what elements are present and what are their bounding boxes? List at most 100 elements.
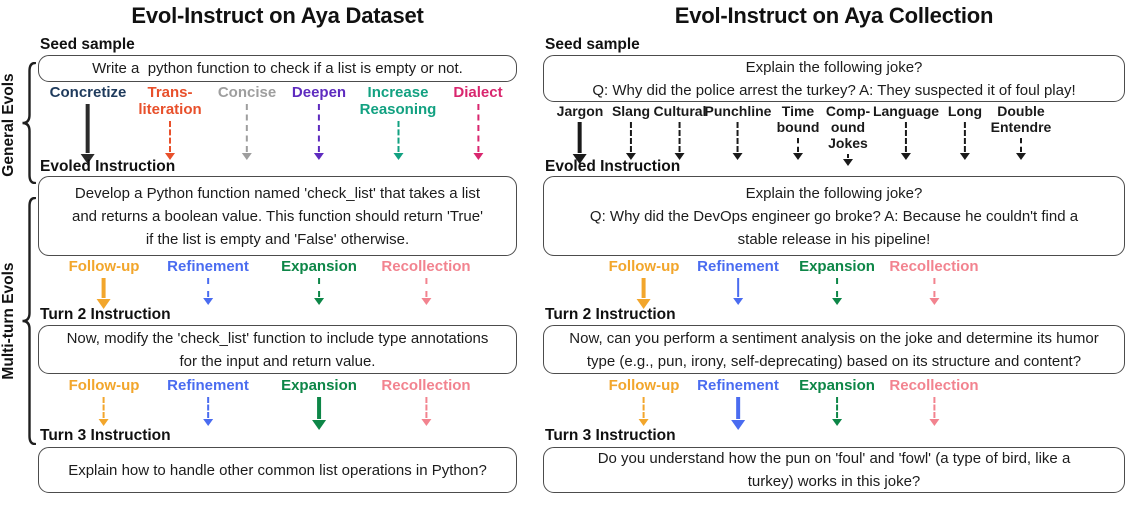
turn2-instruction-label: Turn 2 Instruction: [40, 306, 171, 323]
evol-column-refinement: Refinement: [167, 377, 249, 426]
evol-column-concise: Concise: [218, 84, 276, 160]
evol-column-expansion: Expansion: [281, 377, 357, 430]
evol-column-expansion: Expansion: [799, 377, 875, 426]
evol-column-recollection: Recollection: [889, 258, 979, 305]
evol-column-followup: Follow-up: [609, 258, 679, 309]
panel-aya-collection: Evol-Instruct on Aya Collection Seed sam…: [543, 0, 1125, 506]
evol-label: Expansion: [281, 258, 357, 275]
down-arrow-icon: [929, 397, 939, 426]
multi-turn-evols-side-label: Multi-turn Evols: [0, 262, 17, 380]
evol-column-refinement: Refinement: [697, 377, 779, 430]
evol-column-deepen: Deepen: [292, 84, 346, 160]
down-arrow-icon: [960, 122, 970, 160]
down-arrow-icon: [99, 397, 109, 426]
multiturn-evols-row-2: Follow-up Refinement Expansion Recollect…: [543, 377, 1125, 430]
evol-column-transliteration: Trans-literation: [133, 84, 207, 160]
down-arrow-icon: [314, 104, 324, 160]
evol-column-punchline: Punchline: [705, 103, 771, 160]
evol-label: Follow-up: [68, 377, 140, 394]
down-arrow-icon: [472, 104, 483, 160]
down-arrow-icon: [793, 138, 803, 160]
seed-sample-label: Seed sample: [40, 36, 135, 53]
curly-brace-multiturn: [22, 197, 36, 445]
box-text: Do you understand how the pun on 'foul' …: [597, 450, 1071, 490]
evol-column-cultural: Cultural: [654, 103, 706, 160]
box-text: Develop a Python function named 'check_l…: [72, 184, 483, 248]
evol-label: Refinement: [167, 258, 249, 275]
general-evols-side-label: General Evols: [0, 73, 17, 177]
general-evols-row: Concretize Trans-literation Concise Deep…: [38, 84, 517, 164]
evol-label: Increase Reasoning: [359, 84, 437, 118]
evol-label: Follow-up: [608, 377, 680, 394]
down-arrow-icon: [831, 278, 842, 305]
box-text: Write a python function to check if a li…: [92, 60, 463, 77]
box-text: Explain the following joke? Q: Why did t…: [592, 58, 1076, 99]
evol-column-concretize: Concretize: [49, 84, 127, 164]
evolved-instruction-box: Explain the following joke? Q: Why did t…: [543, 176, 1125, 256]
turn2-instruction-box: Now, can you perform a sentiment analysi…: [543, 325, 1125, 374]
general-evols-row: Jargon Slang Cultural Punchline Time bou…: [543, 103, 1125, 166]
evol-label: Refinement: [167, 377, 249, 394]
evol-column-increase-reasoning: Increase Reasoning: [351, 84, 446, 160]
down-arrow-icon: [733, 278, 743, 305]
evol-label: Follow-up: [68, 258, 140, 275]
turn3-instruction-label: Turn 3 Instruction: [40, 427, 171, 444]
evol-column-slang: Slang: [612, 103, 650, 160]
evol-column-language: Language: [873, 103, 939, 160]
evol-label: Refinement: [697, 377, 779, 394]
evol-label: Concise: [217, 84, 277, 101]
down-arrow-icon: [731, 397, 745, 430]
down-arrow-icon: [637, 278, 651, 309]
turn3-instruction-box: Do you understand how the pun on 'foul' …: [543, 447, 1125, 493]
multiturn-evols-row-2: Follow-up Refinement Expansion Recollect…: [38, 377, 517, 430]
down-arrow-icon: [1016, 138, 1026, 160]
turn2-instruction-box: Now, modify the 'check_list' function to…: [38, 325, 517, 374]
evol-label: Recollection: [889, 258, 979, 275]
down-arrow-icon: [393, 121, 403, 160]
evol-column-followup: Follow-up: [68, 377, 140, 426]
evol-column-refinement: Refinement: [167, 258, 249, 305]
panel-title: Evol-Instruct on Aya Collection: [674, 3, 994, 28]
evol-column-recollection: Recollection: [381, 377, 471, 426]
evol-column-followup: Follow-up: [68, 258, 140, 309]
evol-column-jargon: Jargon: [557, 103, 603, 164]
evolved-instruction-box: Develop a Python function named 'check_l…: [38, 176, 517, 256]
evol-column-refinement: Refinement: [697, 258, 779, 305]
down-arrow-icon: [81, 104, 95, 164]
box-text: Now, modify the 'check_list' function to…: [66, 329, 489, 370]
down-arrow-icon: [203, 278, 213, 305]
evol-label: Recollection: [381, 258, 471, 275]
evolved-instruction-label: Evoled Instruction: [545, 158, 681, 175]
evolved-instruction-label: Evoled Instruction: [40, 158, 176, 175]
turn3-instruction-label: Turn 3 Instruction: [545, 427, 676, 444]
down-arrow-icon: [733, 122, 743, 160]
panel-title: Evol-Instruct on Aya Dataset: [131, 3, 424, 28]
evol-column-expansion: Expansion: [799, 258, 875, 305]
evol-label: Trans-literation: [138, 84, 202, 118]
evol-label: Comp-ound Jokes: [825, 103, 871, 151]
down-arrow-icon: [626, 122, 636, 160]
down-arrow-icon: [843, 154, 853, 166]
down-arrow-icon: [97, 278, 111, 309]
seed-sample-label: Seed sample: [545, 36, 640, 53]
evol-column-dialect: Dialect: [453, 84, 503, 160]
down-arrow-icon: [573, 122, 587, 164]
evol-column-compound-jokes: Comp-ound Jokes: [822, 103, 874, 166]
evol-label: Expansion: [799, 258, 875, 275]
evol-label: Dialect: [453, 84, 503, 101]
evol-label: Recollection: [381, 377, 471, 394]
evol-label: Language: [872, 103, 940, 119]
evol-label: Concretize: [49, 84, 127, 101]
down-arrow-icon: [421, 397, 431, 426]
evol-label: Deepen: [291, 84, 347, 101]
down-arrow-icon: [313, 278, 324, 305]
down-arrow-icon: [674, 122, 685, 160]
evol-label: Time bound: [776, 103, 820, 135]
down-arrow-icon: [311, 397, 326, 430]
evol-label: Expansion: [281, 377, 357, 394]
evol-label: Slang: [611, 103, 651, 119]
down-arrow-icon: [831, 397, 842, 426]
evol-column-long: Long: [948, 103, 982, 160]
evol-label: Expansion: [799, 377, 875, 394]
